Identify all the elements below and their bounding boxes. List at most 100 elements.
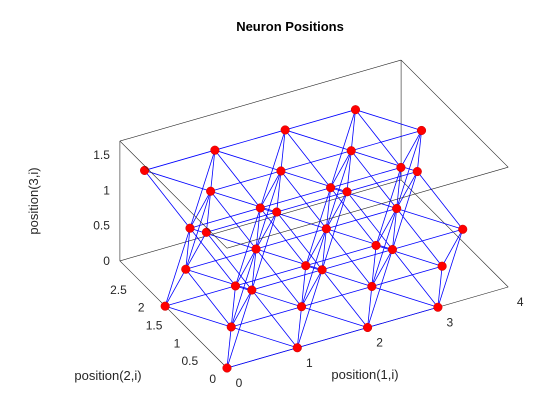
neuron-marker	[437, 261, 447, 271]
x-axis-label: position(1,i)	[331, 367, 398, 382]
neighbor-link	[226, 289, 253, 369]
neighbor-link	[206, 232, 253, 291]
neighbor-link	[284, 129, 331, 188]
neighbor-link	[322, 249, 393, 271]
neighbor-link	[346, 191, 393, 250]
neighbor-link	[305, 245, 377, 267]
neighbor-link	[235, 207, 261, 287]
neuron-marker	[160, 301, 170, 311]
neighbor-link	[371, 245, 377, 287]
neighbor-link	[325, 187, 331, 229]
neuron-marker	[296, 302, 307, 312]
z-tick-label: 1	[103, 183, 110, 197]
x-tick-label: 3	[447, 315, 454, 329]
neighbor-link	[350, 150, 397, 209]
neighbor-link	[255, 248, 323, 271]
neuron-marker	[326, 183, 336, 193]
neighbor-link	[351, 130, 422, 152]
neighbor-link	[210, 170, 282, 192]
neighbor-link	[276, 191, 348, 213]
neighbor-link	[230, 248, 257, 328]
neighbor-link	[255, 211, 278, 250]
neighbor-link	[375, 167, 402, 246]
neuron-marker	[412, 166, 422, 177]
neighbor-link	[367, 306, 439, 328]
neighbor-link	[326, 208, 397, 230]
box-edge	[400, 59, 509, 168]
neuron-marker	[416, 125, 427, 136]
neighbor-link	[164, 228, 191, 307]
axes-box-back	[119, 60, 509, 369]
neuron-marker	[367, 281, 377, 292]
neuron-marker	[317, 265, 327, 275]
neighbor-link	[297, 327, 368, 349]
box-edge	[119, 59, 402, 142]
neighbor-link	[441, 229, 464, 267]
neighbor-link	[280, 170, 348, 193]
neighbor-link	[255, 248, 302, 307]
neighbor-link	[437, 229, 464, 308]
neighbor-link	[235, 265, 306, 287]
neuron-marker	[301, 261, 311, 271]
neighbor-link	[230, 285, 236, 327]
neuron-marker	[276, 166, 286, 176]
x-tick-label: 4	[517, 295, 524, 309]
neighbor-link	[321, 228, 327, 270]
neuron-marker	[342, 187, 352, 197]
neuron-marker	[292, 343, 302, 353]
neighbor-link	[259, 129, 286, 209]
neighbor-link	[210, 190, 257, 250]
neighbor-link	[185, 228, 191, 270]
neighbor-link	[301, 306, 368, 328]
neighbor-link	[350, 109, 356, 151]
neighbor-link	[210, 150, 216, 192]
neighbor-link	[280, 129, 286, 172]
neighbor-link	[321, 191, 348, 270]
neuron-marker	[396, 162, 406, 172]
neighbor-link	[330, 187, 377, 246]
neighbor-link	[396, 130, 422, 209]
neighbor-link	[259, 170, 282, 209]
neighbor-link	[371, 286, 439, 308]
neuron-marker	[226, 322, 236, 332]
neighbor-link	[321, 269, 368, 328]
neighbor-link	[330, 167, 402, 189]
neighbor-link	[396, 167, 402, 209]
neighbor-link	[367, 286, 373, 328]
neighbor-link	[255, 170, 282, 250]
neighbor-link	[355, 109, 422, 131]
neighbor-link	[276, 211, 323, 271]
y-tick-label: 1	[174, 336, 181, 350]
neighbor-link	[375, 208, 398, 246]
z-tick-label: 0.5	[93, 219, 110, 233]
neighbor-link	[206, 211, 277, 233]
neuron-marker	[255, 203, 265, 213]
neighbor-link	[230, 289, 253, 328]
neighbor-link	[226, 326, 232, 369]
neuron-marker	[433, 302, 443, 312]
neighbor-link	[185, 268, 232, 328]
neighbor-link	[296, 306, 302, 348]
neuron-marker	[392, 203, 402, 214]
neighbor-link	[206, 191, 212, 233]
neighbor-link	[214, 129, 286, 151]
neighbor-link	[301, 286, 372, 308]
x-tick-label: 0	[236, 376, 243, 390]
neighbor-link	[260, 187, 331, 209]
y-tick-label: 0.5	[181, 354, 198, 368]
neuron-marker	[210, 145, 220, 155]
neighbor-link	[285, 109, 356, 131]
neighbor-link	[144, 149, 215, 171]
neighbor-link	[276, 170, 282, 213]
neighbor-link	[326, 228, 393, 250]
neighbor-link	[165, 305, 232, 328]
neighbor-link	[416, 130, 422, 172]
neuron-marker	[181, 264, 191, 274]
neighbor-link	[367, 249, 393, 328]
neighbor-link	[260, 207, 327, 230]
neighbor-link	[392, 208, 398, 250]
neighbor-link	[189, 227, 257, 250]
neighbor-link	[396, 171, 418, 209]
neighbor-link	[280, 170, 327, 229]
